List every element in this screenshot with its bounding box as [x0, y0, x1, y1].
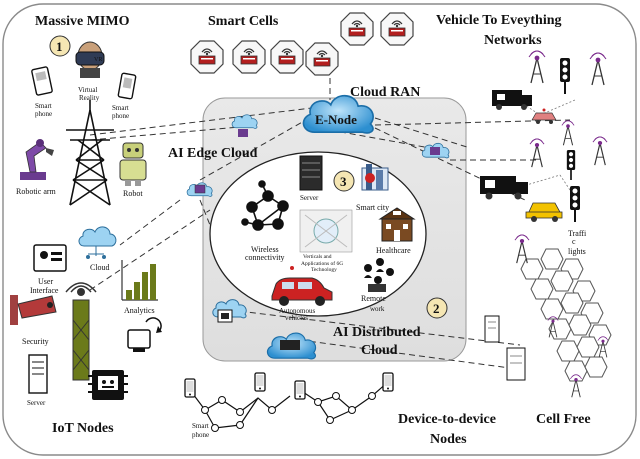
svg-text:Server: Server	[300, 194, 319, 202]
car-icon	[531, 108, 557, 124]
remote-work-icon: Remote work	[361, 258, 394, 313]
svg-text:Robot: Robot	[123, 189, 143, 198]
user-interface-icon: User Interface	[30, 244, 67, 295]
svg-text:Server: Server	[27, 399, 46, 407]
svg-text:vehicles: vehicles	[285, 314, 308, 322]
smartphone-icon-d2d	[184, 372, 394, 432]
ai-distributed-title-line1: AI Distributed	[333, 325, 421, 340]
svg-text:3: 3	[340, 174, 347, 189]
svg-text:Smart: Smart	[112, 104, 129, 112]
vr-headset-icon: VR Virtual Reality	[75, 41, 105, 102]
d2d-smart-label-1: Smart	[192, 422, 209, 430]
user-device-icon	[484, 315, 526, 381]
traffic-lights-label-2: c	[572, 237, 576, 246]
cloud-icon	[212, 299, 247, 323]
security-camera-icon: Security	[10, 295, 57, 346]
ai-distributed-title-line2: Cloud	[361, 343, 398, 358]
svg-text:Smart city: Smart city	[356, 203, 389, 212]
svg-text:Remote: Remote	[361, 294, 386, 303]
smart-cell-icon	[380, 12, 414, 46]
server-icon-iot: Server	[27, 354, 48, 407]
svg-text:phone: phone	[35, 110, 52, 118]
ambulance-icon-2	[480, 176, 528, 200]
smart-cell-icon	[340, 12, 374, 46]
verticals-collage-icon	[299, 209, 353, 253]
svg-text:Robotic arm: Robotic arm	[16, 187, 57, 196]
wireless-label-2: connectivity	[245, 253, 285, 262]
svg-text:Autonomous: Autonomous	[279, 307, 315, 315]
sync-device-icon	[127, 317, 162, 352]
massive-mimo-title: Massive MIMO	[35, 14, 130, 29]
svg-text:Interface: Interface	[30, 286, 59, 295]
badge-1: 1	[49, 35, 71, 57]
iot-nodes-title: IoT Nodes	[52, 421, 114, 436]
cloud-icon	[266, 332, 317, 360]
d2d-title-line2: Nodes	[430, 432, 467, 447]
hospital-icon: Healthcare	[376, 207, 416, 255]
cloud-ran-title: Cloud RAN	[350, 85, 420, 100]
traffic-lights-label-1: Traffi	[568, 229, 587, 238]
cloud-icon	[231, 114, 258, 137]
server-icon: Server	[299, 155, 323, 202]
ambulance-icon	[492, 90, 532, 110]
svg-text:Analytics: Analytics	[124, 306, 155, 315]
svg-text:Healthcare: Healthcare	[376, 246, 411, 255]
badge-2: 2	[426, 297, 448, 319]
cell-free-title: Cell Free	[536, 412, 591, 427]
v2x-title-line2: Networks	[484, 33, 542, 48]
dashed-links	[89, 78, 571, 371]
smart-cell-icon	[270, 40, 304, 74]
analytics-icon: Analytics	[121, 260, 158, 315]
wireless-label-1: Wireless	[251, 245, 279, 254]
smartphone-icon-2: Smart phone	[112, 72, 137, 120]
svg-text:E-Node: E-Node	[315, 112, 357, 127]
svg-text:User: User	[38, 277, 53, 286]
d2d-title-line1: Device-to-device	[398, 412, 496, 427]
autonomous-car-icon: Autonomous vehicles	[271, 266, 333, 322]
smart-cells-title: Smart Cells	[208, 14, 279, 29]
robot-icon: Robot	[119, 142, 147, 198]
svg-text:1: 1	[56, 39, 63, 54]
d2d-smart-label-2: phone	[192, 431, 209, 439]
verticals-label-2: Applications of 6G	[301, 260, 343, 267]
ai-edge-cloud-title: AI Edge Cloud	[168, 146, 258, 161]
iot-tower-icon	[65, 282, 97, 381]
svg-text:Security: Security	[22, 337, 49, 346]
enode-cloud-icon: E-Node	[302, 94, 374, 134]
cloud-icon	[421, 142, 450, 159]
cloud-icon	[186, 182, 213, 197]
v2x-title-line1: Vehicle To Eveything	[436, 13, 562, 28]
svg-text:VR: VR	[94, 57, 102, 63]
smart-cell-icon	[305, 42, 339, 76]
tower-icon	[66, 100, 114, 206]
iot-chip-icon	[88, 370, 128, 400]
verticals-label-1: Verticals and	[303, 254, 332, 260]
smart-city-icon: Smart city	[356, 164, 389, 212]
smart-cell-icon	[190, 40, 224, 74]
verticals-label-3: Technology	[311, 267, 337, 273]
traffic-lights-label-3: lights	[568, 247, 586, 256]
svg-text:Smart: Smart	[35, 102, 52, 110]
svg-text:phone: phone	[112, 112, 129, 120]
svg-text:2: 2	[433, 301, 440, 316]
svg-text:Reality: Reality	[79, 94, 100, 102]
network-graph-icon	[241, 180, 289, 231]
svg-text:Virtual: Virtual	[78, 86, 97, 94]
svg-text:Cloud: Cloud	[90, 263, 110, 272]
cloud-network-icon: Cloud	[78, 226, 117, 272]
badge-3: 3	[333, 170, 355, 192]
car-icon-taxi	[525, 202, 563, 222]
robotic-arm-icon: Robotic arm	[16, 139, 57, 196]
smartphone-icon: Smart phone	[31, 66, 53, 118]
smart-cell-icon	[232, 40, 266, 74]
svg-text:work: work	[370, 305, 385, 313]
